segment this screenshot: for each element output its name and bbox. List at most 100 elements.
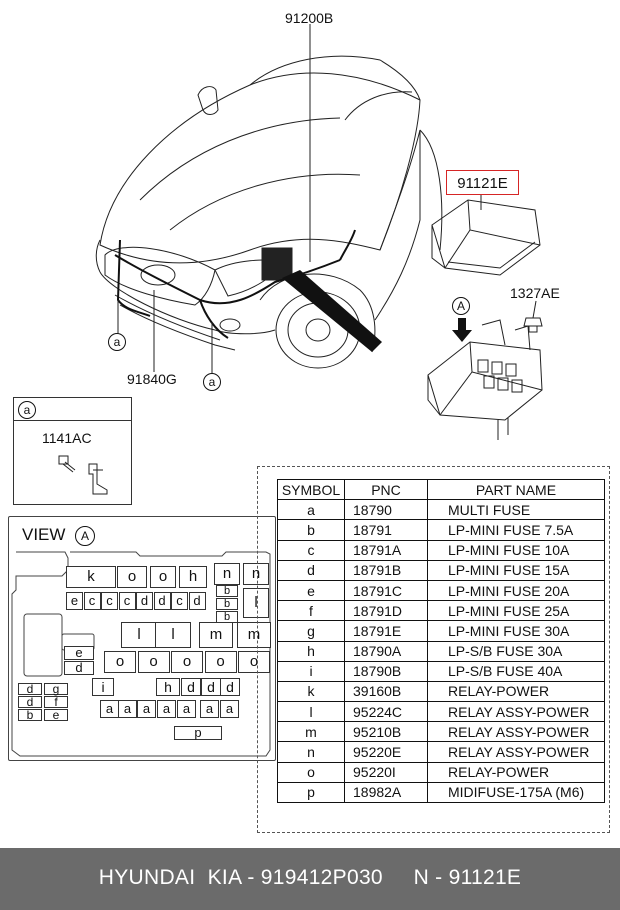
callout-junction-box-highlighted: 91121E [446,170,519,195]
fuse-slot: o [137,651,170,673]
fuse-slot: a [220,700,239,718]
symbol-cell: l [277,701,345,723]
part-name-cell: RELAY ASSY-POWER [427,741,605,763]
part-name-cell: LP-MINI FUSE 15A [427,559,605,581]
fuse-slot: h [179,566,207,588]
callout-harness-front: 91840G [127,371,177,387]
pnc-cell: 18791A [344,539,428,561]
fuse-slot: a [137,700,156,718]
fuse-slot: e [66,592,83,610]
pnc-cell: 18791C [344,579,428,602]
fuse-slot: a [157,700,176,718]
callout-bolt: 1327AE [510,285,560,301]
fuse-slot: a [118,700,137,718]
part-name-cell: LP-MINI FUSE 30A [427,620,605,642]
fuse-slot: c [101,592,118,610]
part-name-cell: LP-S/B FUSE 30A [427,640,605,662]
ref-a-right-marker: a [203,373,221,391]
fuse-slot: a [100,700,119,718]
view-title-ref-marker: A [75,526,95,546]
pnc-cell: 18982A [344,781,428,804]
footer-bar: HYUNDAI KIA - 919412P030 N - 91121E [0,848,620,910]
symbol-cell: b [277,519,345,541]
fuse-slot: d [18,683,42,695]
symbol-cell: o [277,761,345,783]
part-name-cell: RELAY-POWER [427,680,605,703]
part-name-cell: RELAY ASSY-POWER [427,721,605,743]
symbol-cell: i [277,660,345,682]
fuse-slot: b [216,598,238,610]
fuse-slot: d [220,678,240,696]
fuse-slot: k [66,566,116,588]
parts-table-header-row: SYMBOL PNC PART NAME [277,478,605,501]
part-name-cell: LP-MINI FUSE 7.5A [427,519,605,541]
fuse-slot: d [64,661,94,675]
footer-part-numbers: HYUNDAI KIA - 919412P030 N - 91121E [98,866,522,889]
fuse-slot: d [201,678,221,696]
pnc-cell: 18791B [344,559,428,581]
view-a-panel [8,516,276,761]
view-title: VIEW [22,525,66,544]
fuse-slot: d [153,592,171,610]
symbol-cell: h [277,640,345,662]
ref-a-left-marker: a [108,333,126,351]
part-name-cell: LP-MINI FUSE 10A [427,539,605,561]
fuse-slot: d [188,592,206,610]
parts-table-frame [257,466,610,833]
fuse-slot: o [150,566,176,588]
bolt-icon [58,455,108,495]
callout-wiring-harness: 91200B [285,10,334,26]
part-name-cell: RELAY-POWER [427,761,605,783]
part-name-cell: LP-S/B FUSE 40A [427,660,605,682]
symbol-cell: d [277,559,345,581]
pnc-cell: 18790B [344,660,428,682]
fuse-slot: a [200,700,219,718]
pnc-cell: 95220I [344,761,428,783]
fuse-slot: o [171,651,203,673]
part-name-cell: MULTI FUSE [427,499,605,521]
fuse-slot: o [104,651,136,673]
symbol-cell: a [277,499,345,521]
fuse-slot: f [44,696,68,708]
fuse-slot: c [171,592,188,610]
pnc-cell: 39160B [344,680,428,703]
symbol-cell: k [277,680,345,703]
vehicle-engine-bay-illustration [95,24,543,440]
fuse-slot: o [238,651,270,673]
fuse-slot: c [83,592,101,610]
fuse-slot: m [199,622,233,648]
detail-a-box: a 1141AC [13,397,132,505]
symbol-cell: p [277,781,345,804]
fuse-slot: l [243,588,269,618]
fuse-slot: e [44,709,68,721]
part-name-cell: LP-MINI FUSE 20A [427,579,605,602]
pnc-cell: 95224C [344,701,428,723]
fuse-slot: i [92,678,114,696]
view-a-marker: A [452,297,470,315]
fuse-slot: n [243,563,269,585]
pnc-cell: 18791D [344,600,428,622]
fuse-slot: b [216,585,238,597]
fuse-slot: o [117,566,147,588]
fuse-slot: h [156,678,180,696]
fuse-slot: d [136,592,153,610]
pnc-cell: 18791E [344,620,428,642]
symbol-cell: e [277,579,345,602]
fuse-slot: l [155,622,191,648]
pnc-cell: 18790A [344,640,428,662]
fuse-slot: l [121,622,157,648]
fuse-slot: p [174,726,222,740]
symbol-cell: c [277,539,345,561]
